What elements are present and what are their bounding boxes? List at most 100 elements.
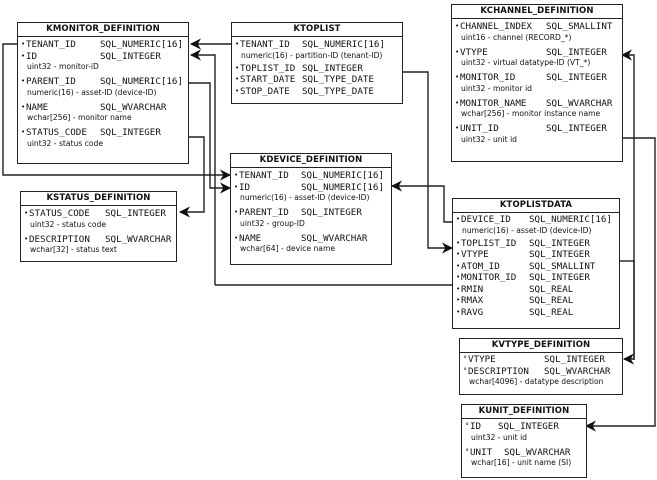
- field-name: MONITOR_NAME: [460, 97, 527, 109]
- field-description: wchar[256] - monitor instance name: [461, 109, 601, 118]
- key-bullet: •: [21, 102, 26, 111]
- key-bullet: •: [455, 124, 460, 132]
- field-name: MONITOR_ID: [460, 72, 516, 83]
- key-bullet: •: [456, 307, 461, 316]
- field-description: uint16 - channel (RECORD_*): [461, 32, 572, 42]
- link-monitor-parent-to-device-id: [188, 82, 232, 194]
- key-bullet: °: [465, 447, 470, 456]
- field-type: SQL_INTEGER: [529, 272, 590, 283]
- field-type: SQL_NUMERIC[16]: [100, 39, 183, 50]
- field-description: uint32 - status code: [27, 138, 104, 148]
- field-type: SQL_WVARCHAR: [301, 232, 368, 244]
- field-row[interactable]: •TENANT_ID SQL_NUMERIC[16]: [21, 39, 186, 51]
- field-type: SQL_WVARCHAR: [544, 365, 611, 377]
- field-description: uint32 - monitor id: [461, 83, 532, 93]
- key-bullet: °: [463, 355, 468, 363]
- field-row[interactable]: •MONITOR_ID SQL_INTEGER: [455, 72, 620, 84]
- link-toplist-id-to-toplistdata: [402, 71, 454, 254]
- field-description: numeric(16) - asset-ID (device-ID): [27, 87, 157, 97]
- key-bullet: °: [463, 366, 468, 375]
- field-description: wchar[16] - unit name (SI): [471, 458, 572, 467]
- field-type: SQL_INTEGER: [546, 123, 607, 134]
- key-bullet: •: [234, 171, 239, 179]
- field-description: wchar[4096] - datatype description: [469, 377, 604, 386]
- key-bullet: •: [456, 261, 461, 270]
- field-type: SQL_INTEGER: [100, 50, 161, 62]
- field-type: SQL_INTEGER: [546, 72, 607, 83]
- key-bullet: •: [21, 40, 26, 48]
- field-name: STATUS_CODE: [29, 208, 90, 219]
- field-row[interactable]: •UNIT_ID SQL_INTEGER: [455, 123, 620, 135]
- table-title: KDEVICE_DEFINITION: [231, 154, 391, 168]
- field-name: TENANT_ID: [26, 39, 76, 50]
- key-bullet: •: [21, 77, 26, 85]
- field-type: SQL_INTEGER: [529, 237, 590, 249]
- field-name: DESCRIPTION: [468, 365, 529, 377]
- field-name: UNIT_ID: [460, 123, 499, 134]
- field-type: SQL_WVARCHAR: [504, 446, 571, 458]
- link-toplistdata-device-to-device-id: [390, 180, 453, 223]
- key-bullet: •: [21, 128, 26, 136]
- key-bullet: •: [455, 98, 460, 107]
- field-row[interactable]: •NAME SQL_WVARCHAR: [234, 233, 389, 245]
- field-name: START_DATE: [240, 74, 296, 85]
- field-name: STATUS_CODE: [26, 127, 87, 138]
- key-bullet: •: [456, 296, 461, 304]
- field-type: SQL_INTEGER: [498, 421, 559, 432]
- field-description: wchar[32] - status text: [30, 245, 117, 254]
- field-name: MONITOR_ID: [461, 272, 517, 283]
- field-description: uint32 - monitor-iD: [27, 62, 99, 71]
- key-bullet: •: [455, 73, 460, 81]
- field-name: VTYPE: [461, 249, 489, 260]
- field-name: NAME: [239, 232, 262, 244]
- field-row[interactable]: °DESCRIPTION SQL_WVARCHAR: [463, 366, 620, 378]
- field-name: CHANNEL_INDEX: [460, 21, 532, 32]
- field-description: numeric(16) - asset-ID (device-ID): [240, 193, 370, 202]
- link-monitor-tenant-to-device-tenant: [2, 43, 232, 181]
- field-description: numeric(16) - asset-ID (device-ID): [462, 225, 592, 235]
- field-name: ID: [470, 421, 482, 432]
- field-description: wchar[256] - monitor name: [27, 113, 132, 122]
- key-bullet: •: [234, 233, 239, 242]
- key-bullet: •: [235, 40, 240, 48]
- field-type: SQL_WVARCHAR: [100, 101, 167, 113]
- field-type: SQL_INTEGER: [301, 207, 362, 218]
- link-vtype-to-kvtype: [622, 260, 635, 365]
